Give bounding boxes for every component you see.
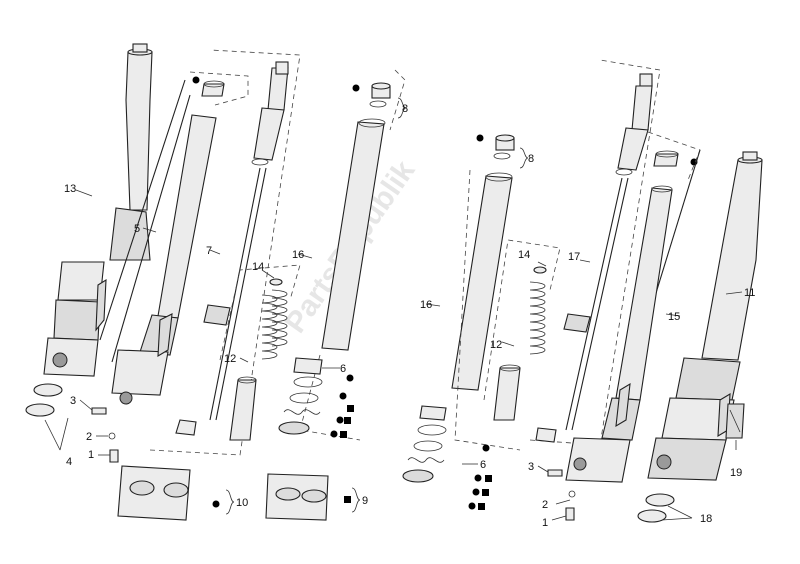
- label-1-left: 1: [88, 449, 94, 461]
- fork-bottom-caps: [117, 465, 361, 521]
- label-6-right: 6: [480, 459, 486, 471]
- label-17: 17: [568, 251, 580, 263]
- left-bushing: [189, 71, 249, 106]
- right-bushing: [647, 131, 701, 181]
- right-screws: [537, 465, 576, 521]
- left-screws: [79, 399, 119, 463]
- right-inner-tube: [565, 149, 701, 483]
- label-8-left: 8: [402, 103, 408, 115]
- label-16-right: 16: [420, 299, 432, 311]
- right-outer-fork-leg: [647, 151, 763, 481]
- label-16-left: 16: [292, 249, 304, 261]
- left-inner-tube: [99, 79, 217, 405]
- right-fork-cap: [476, 134, 529, 169]
- label-19: 19: [730, 467, 742, 479]
- label-3-right: 3: [528, 461, 534, 473]
- left-cartridge: [299, 69, 406, 441]
- left-fork-cap: [352, 82, 407, 119]
- label-13: 13: [64, 183, 76, 195]
- label-2-left: 2: [86, 431, 92, 443]
- label-2-right: 2: [542, 499, 548, 511]
- label-8-right: 8: [528, 153, 534, 165]
- callout-labels: 13 5 7 8 14 16 12 6 3 2 1 4 10 9 8 14 17…: [64, 103, 755, 529]
- label-1-right: 1: [542, 517, 548, 529]
- label-18: 18: [700, 513, 712, 525]
- label-12-left: 12: [224, 353, 236, 365]
- label-15: 15: [668, 311, 680, 323]
- left-clamps: [25, 383, 69, 451]
- right-cartridge: [451, 169, 521, 451]
- right-spring: [483, 239, 561, 421]
- decal-19: [725, 403, 745, 439]
- right-clamps: [637, 493, 693, 523]
- left-spring: [219, 264, 301, 441]
- label-3-left: 3: [70, 395, 76, 407]
- label-14-right: 14: [518, 249, 530, 261]
- leader-lines: [75, 189, 743, 465]
- label-4: 4: [66, 456, 72, 468]
- left-seal-stack: [278, 357, 354, 438]
- left-damper-rod: [149, 49, 301, 456]
- left-outer-fork-leg: [43, 43, 153, 377]
- label-6-left: 6: [340, 363, 346, 375]
- right-damper-rod: [529, 59, 661, 446]
- label-14-left: 14: [252, 261, 264, 273]
- label-5: 5: [134, 223, 140, 235]
- label-9: 9: [362, 495, 368, 507]
- label-12-right: 12: [490, 339, 502, 351]
- right-seal-stack: [402, 405, 492, 510]
- label-11: 11: [744, 287, 755, 299]
- label-7: 7: [206, 245, 212, 257]
- label-10: 10: [236, 497, 248, 509]
